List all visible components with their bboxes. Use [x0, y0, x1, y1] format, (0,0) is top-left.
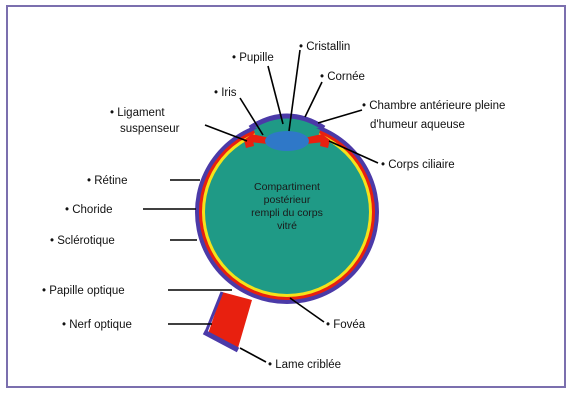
label-pupille: • Pupille: [232, 52, 274, 64]
label-sclerotique: • Sclérotique: [50, 235, 115, 247]
label-choroide: • Choride: [65, 204, 113, 216]
label-nerf: • Nerf optique: [62, 319, 132, 331]
label-ligament-1: • Ligament: [110, 107, 165, 119]
lens: [265, 131, 309, 151]
label-cornee: • Cornée: [320, 71, 365, 83]
center-text-2: postérieur: [264, 194, 311, 206]
center-text-4: vitré: [277, 220, 297, 232]
label-ligament-2: suspenseur: [120, 123, 180, 135]
center-text-3: rempli du corps: [251, 207, 323, 219]
label-lame: • Lame criblée: [268, 359, 341, 371]
label-chambre-1: • Chambre antérieure pleine: [362, 100, 505, 112]
center-text-1: Compartiment: [254, 181, 320, 193]
label-corps-ciliaire: • Corps ciliaire: [381, 159, 455, 171]
label-iris: • Iris: [214, 87, 237, 99]
leader-cornee: [305, 82, 322, 117]
label-cristallin: • Cristallin: [299, 41, 350, 53]
label-retine: • Rétine: [87, 175, 127, 187]
label-fovea: • Fovéa: [326, 319, 366, 331]
label-papille: • Papille optique: [42, 285, 125, 297]
leader-lame: [240, 348, 266, 362]
label-chambre-2: d'humeur aqueuse: [370, 119, 465, 131]
leader-chambre: [318, 110, 362, 123]
